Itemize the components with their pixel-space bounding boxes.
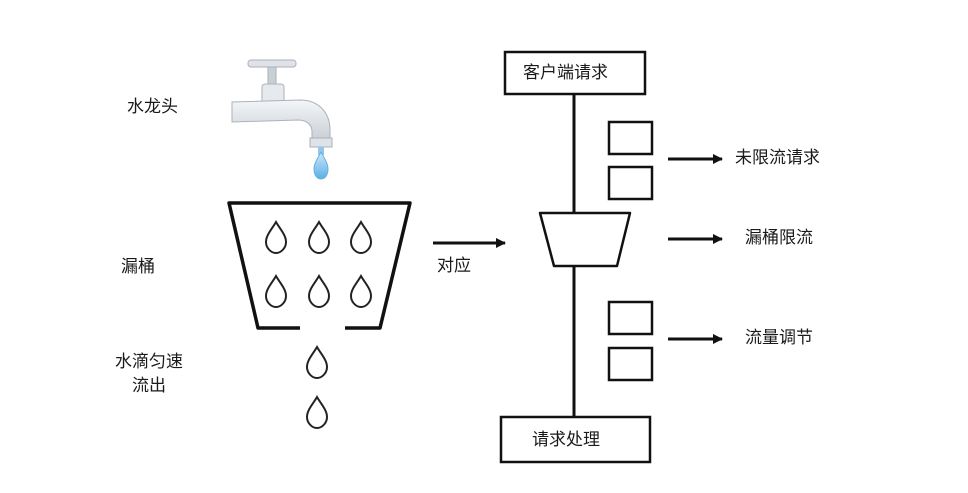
faucet-icon	[231, 59, 333, 180]
request-squares	[607, 120, 654, 382]
request-square	[607, 120, 654, 156]
bucket-label: 漏桶	[121, 257, 155, 277]
request-processing-box	[499, 415, 652, 464]
arrow-label: 对应	[437, 256, 471, 276]
drip-label-line2: 流出	[132, 376, 166, 396]
request-processing-label: 请求处理	[532, 430, 600, 450]
request-square	[607, 300, 654, 336]
faucet-label: 水龙头	[127, 97, 178, 117]
unlimited-requests-label: 未限流请求	[735, 148, 820, 168]
client-request-label: 客户端请求	[523, 63, 608, 83]
small-bucket-icon	[538, 211, 632, 268]
client-request-box	[503, 50, 647, 96]
flow-control-label: 流量调节	[745, 328, 813, 348]
drip-label-line1: 水滴匀速	[115, 352, 183, 372]
request-square	[607, 165, 654, 201]
request-square	[607, 346, 654, 382]
falling-drops-icon	[306, 346, 328, 429]
leaky-bucket-limit-label: 漏桶限流	[745, 228, 813, 248]
leaky-bucket-icon	[227, 201, 412, 331]
